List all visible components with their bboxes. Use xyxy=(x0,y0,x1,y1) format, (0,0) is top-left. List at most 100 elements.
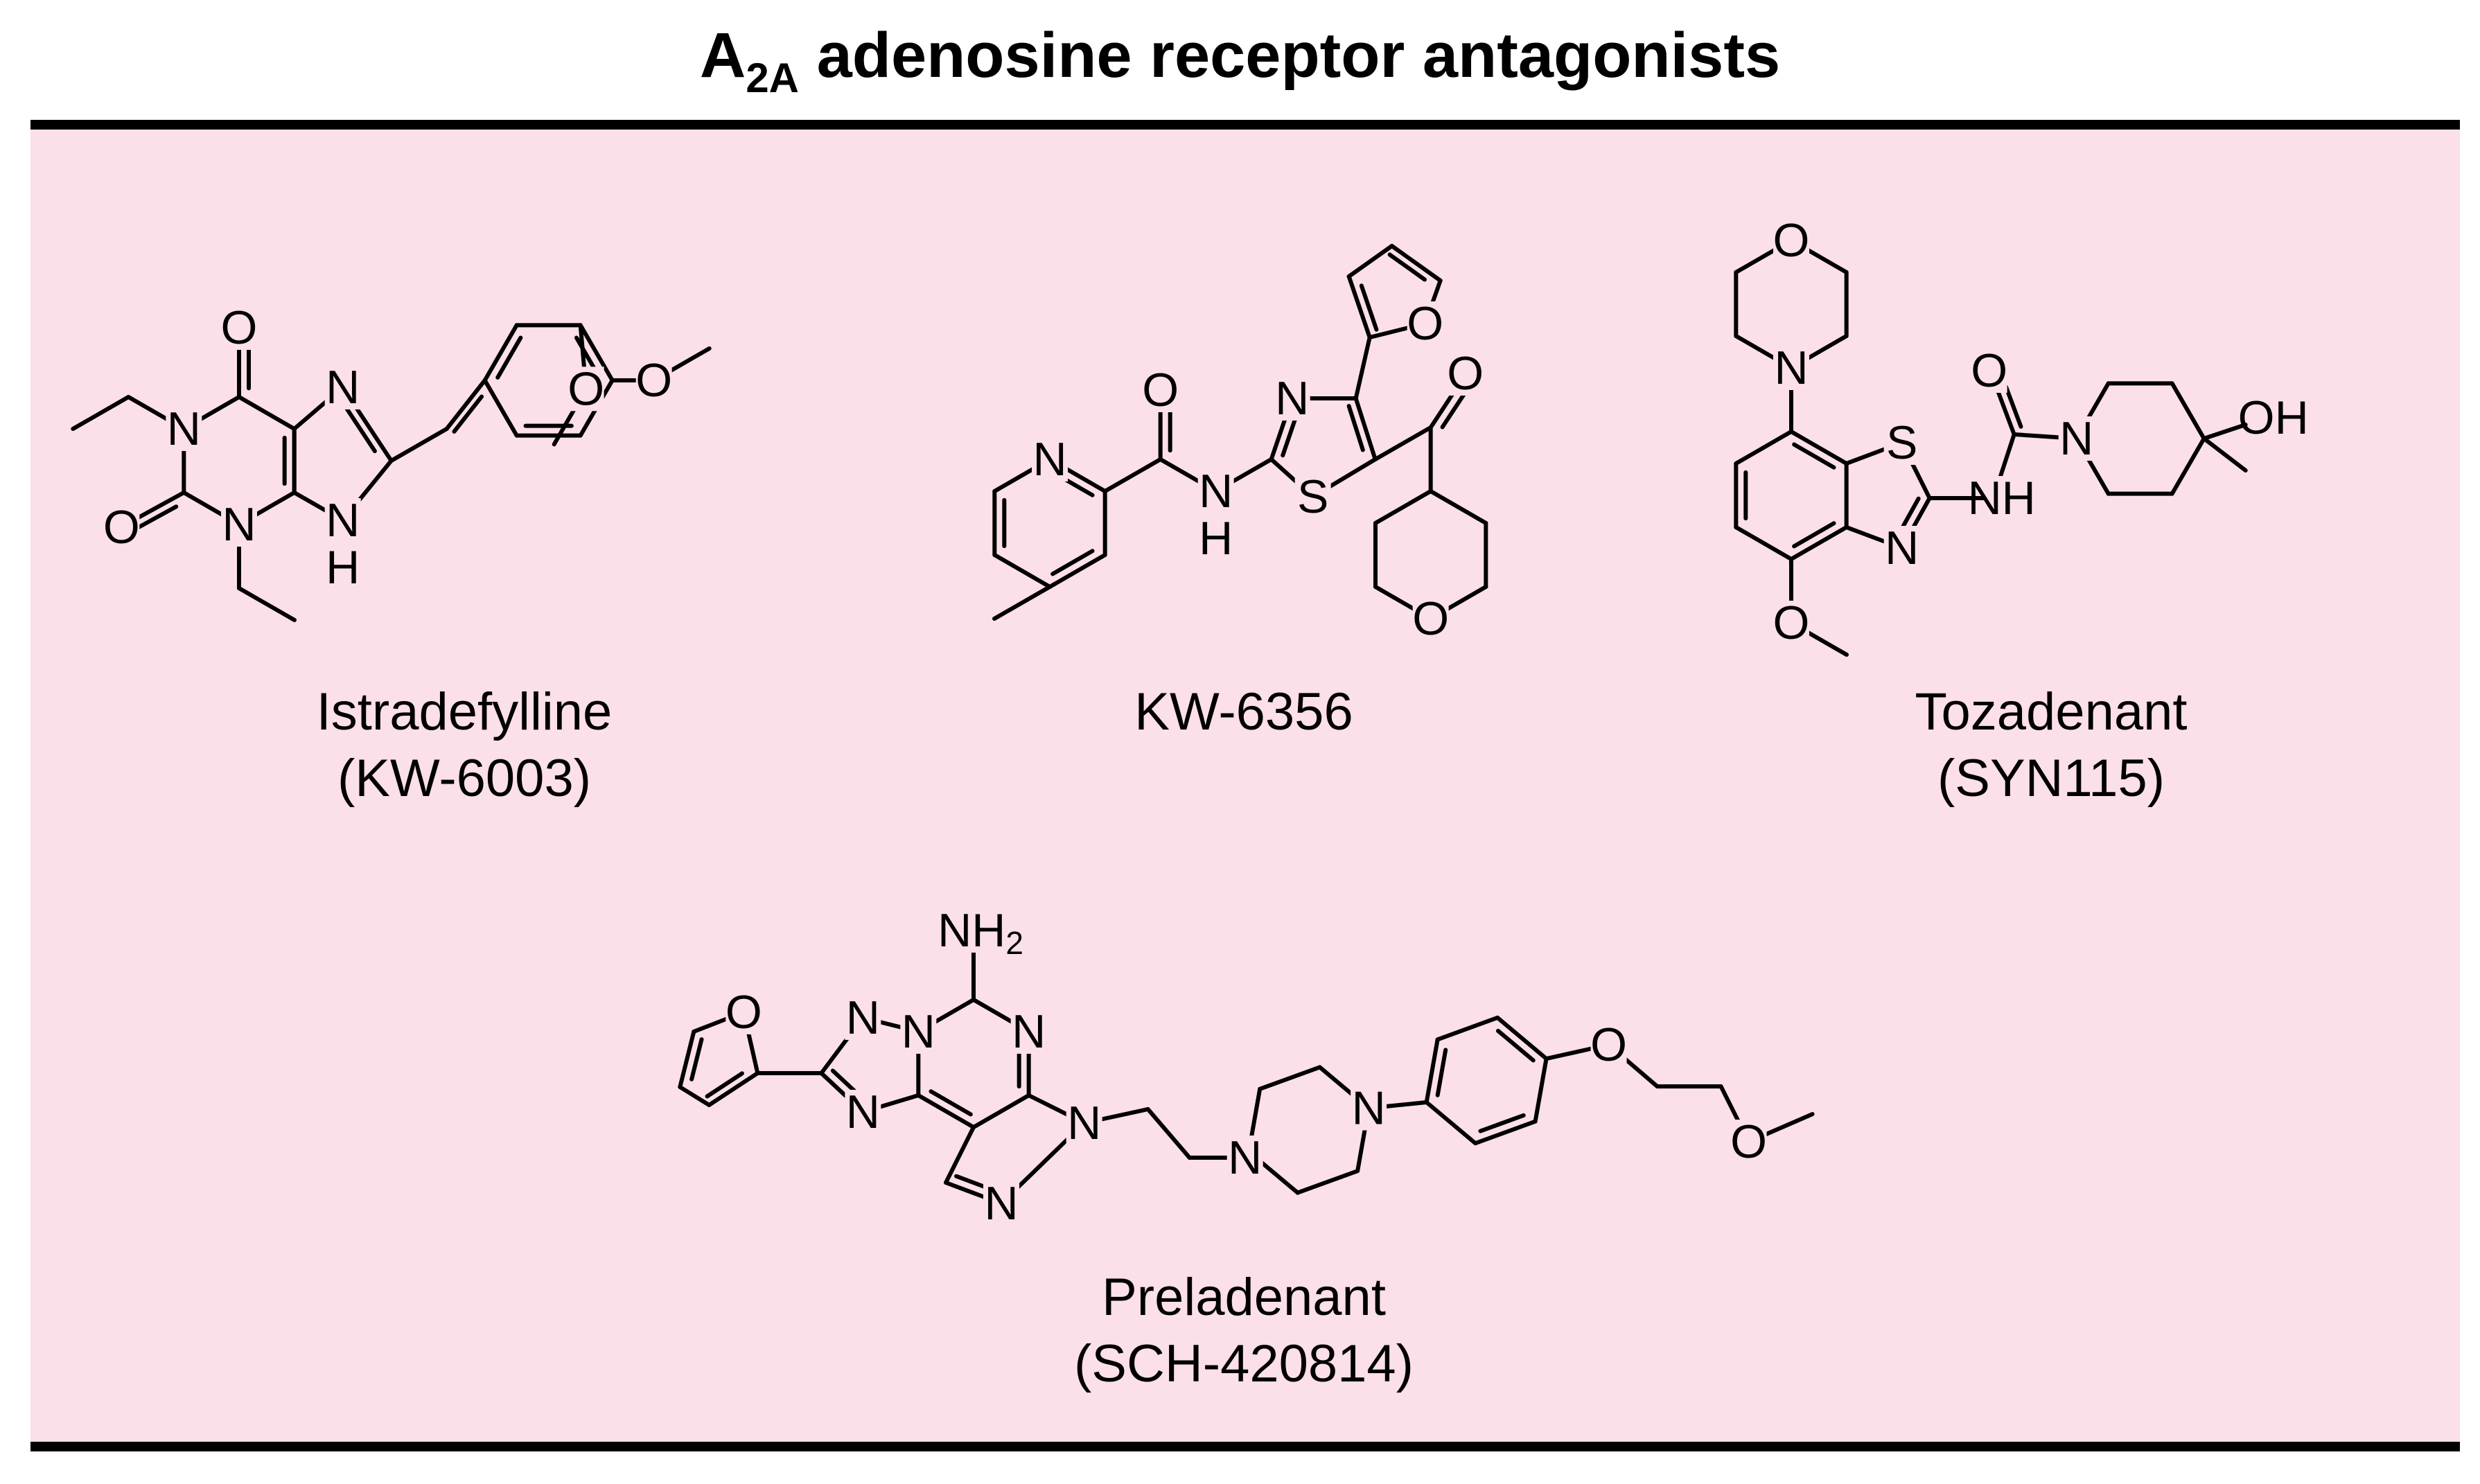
bond xyxy=(1789,525,1849,561)
bond xyxy=(1734,430,1793,466)
bond xyxy=(237,395,297,431)
bond-inner xyxy=(689,1037,704,1081)
atom-s-mask xyxy=(1294,475,1331,519)
atom-n: N xyxy=(1228,1131,1262,1184)
bond xyxy=(1424,1100,1478,1146)
atom-n: N xyxy=(1012,1005,1046,1058)
bond xyxy=(1346,274,1372,339)
atom-h: H xyxy=(326,541,360,594)
atom-o: O xyxy=(1773,214,1810,267)
bond xyxy=(237,586,297,622)
bond xyxy=(1102,457,1163,493)
atom-o: O xyxy=(1447,347,1484,400)
atom-o-mask xyxy=(1773,601,1809,645)
atom-n-mask xyxy=(1773,346,1809,390)
caption-preladenant: Preladenant (SCH-420814) xyxy=(1036,1264,1452,1397)
bond xyxy=(944,1125,976,1185)
atom-o-mask xyxy=(725,990,762,1034)
bond xyxy=(1258,1065,1322,1091)
atom-o: O xyxy=(1412,592,1449,645)
atom-nh-mask xyxy=(1983,476,2020,520)
bond-inner xyxy=(1435,1048,1448,1097)
atom-o-mask xyxy=(1773,218,1809,263)
atom-o-mask xyxy=(1142,368,1179,412)
bond xyxy=(2170,381,2206,441)
atom-s: S xyxy=(1297,470,1328,523)
atom-n-mask xyxy=(900,1009,937,1054)
atom-o: O xyxy=(1971,344,2007,397)
atom-o-mask xyxy=(103,505,140,549)
atom-o: O xyxy=(1590,1018,1627,1071)
compound-code: (KW-6003) xyxy=(337,749,592,808)
atom-n: N xyxy=(1032,433,1066,486)
bond-inner xyxy=(1440,390,1468,430)
bond xyxy=(1389,244,1443,283)
atom-n-mask xyxy=(845,996,881,1040)
atom-o-mask xyxy=(1730,1120,1767,1165)
title-main: A xyxy=(699,20,746,91)
atom-n: N xyxy=(1199,465,1233,518)
caption-tozadenant: Tozadenant (SYN115) xyxy=(1843,679,2259,812)
bond xyxy=(389,427,449,463)
bond-inner xyxy=(495,335,523,380)
bond-inner xyxy=(133,504,179,531)
bond xyxy=(1048,553,1107,589)
atom-n: N xyxy=(1275,372,1309,425)
atom-o: O xyxy=(1142,364,1179,416)
compound-name: KW-6356 xyxy=(1134,682,1353,741)
atom-n-mask xyxy=(1274,376,1310,421)
bond-inner xyxy=(1478,1113,1526,1133)
atom-o-mask xyxy=(568,366,604,412)
bond xyxy=(444,378,487,431)
bond xyxy=(2170,436,2206,496)
atom-n: N xyxy=(984,1177,1018,1230)
bond xyxy=(1533,1057,1549,1124)
atom-o: O xyxy=(725,986,762,1039)
atom-n-mask xyxy=(221,502,257,547)
title-rest: adenosine receptor antagonists xyxy=(799,20,1781,91)
bond xyxy=(1373,489,1433,525)
atom-s-mask xyxy=(1883,421,1920,465)
bond xyxy=(678,1030,696,1089)
bond xyxy=(971,1093,1031,1129)
atom-n-mask xyxy=(1883,526,1920,570)
atom-n: N xyxy=(1067,1097,1101,1149)
atom-n-mask xyxy=(166,407,202,451)
bond xyxy=(1428,489,1488,525)
bond-inner xyxy=(1495,1028,1536,1063)
atom-h-mask xyxy=(1197,516,1234,560)
bond xyxy=(916,1093,976,1129)
bond xyxy=(2201,436,2248,472)
atom-n-mask xyxy=(1066,1101,1102,1145)
bond xyxy=(678,1085,712,1107)
atom-n: N xyxy=(846,991,880,1044)
compound-name: Istradefylline xyxy=(316,682,613,741)
atom-nh2-mask xyxy=(962,908,999,953)
atom-h: H xyxy=(1199,512,1233,565)
bond xyxy=(1295,1169,1360,1195)
atom-n: N xyxy=(902,1005,935,1058)
atom-n: N xyxy=(1774,342,1808,394)
compound-name: Tozadenant xyxy=(1915,682,2188,741)
figure-title: A2A adenosine receptor antagonists xyxy=(0,19,2480,101)
atom-n-mask xyxy=(983,1181,1019,1226)
bond xyxy=(707,1071,760,1107)
atom-n-mask xyxy=(2058,416,2095,461)
bond-inner xyxy=(705,1071,744,1099)
caption-kw-6356: KW-6356 xyxy=(1036,679,1452,745)
bond-inner xyxy=(2003,385,2023,429)
panel-background xyxy=(30,126,2460,1444)
atom-o: O xyxy=(1407,297,1443,350)
bond xyxy=(1353,335,1372,400)
bond xyxy=(1145,1107,1192,1160)
atom-n-mask xyxy=(1010,1009,1047,1054)
bond xyxy=(1373,425,1433,461)
atom-s: S xyxy=(1886,416,1917,469)
bond xyxy=(1424,1037,1440,1104)
atom-n-mask xyxy=(1032,437,1068,482)
atom-oh-mask xyxy=(2255,396,2292,440)
bond xyxy=(482,378,519,438)
